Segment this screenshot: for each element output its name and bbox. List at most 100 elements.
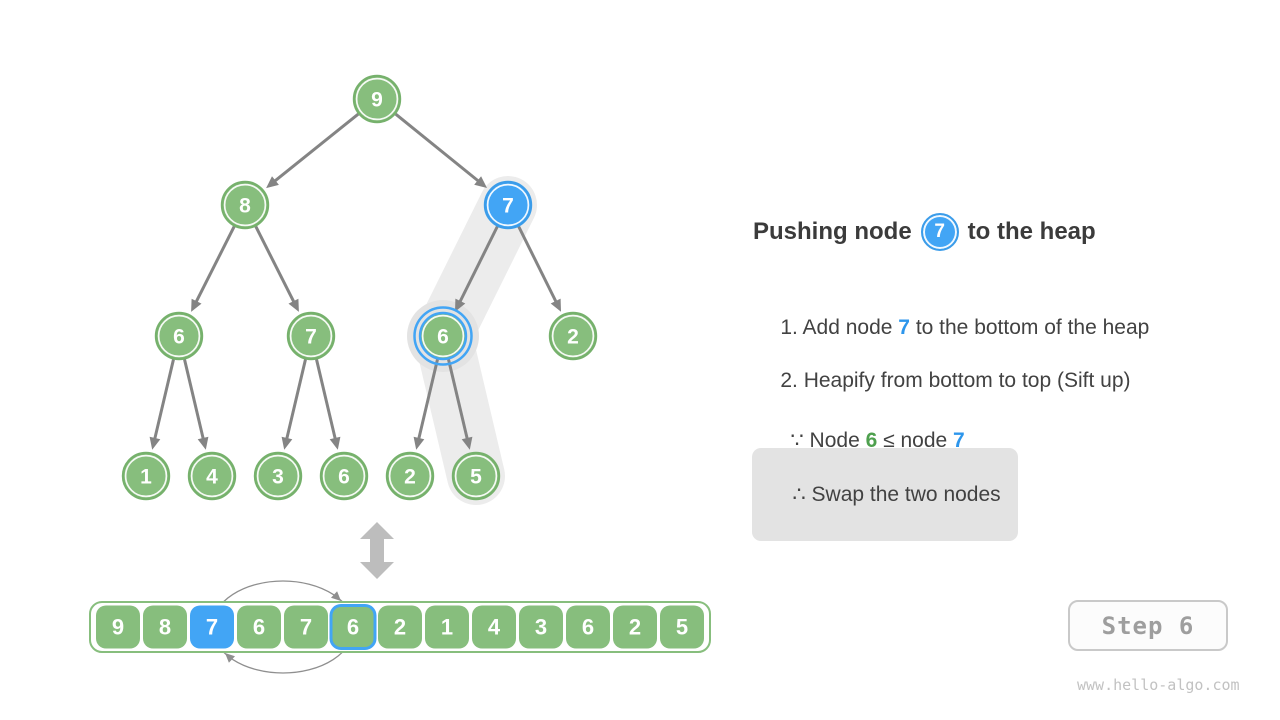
array-cell-value: 6 [582, 615, 594, 640]
node-inner-ring [190, 454, 234, 498]
tree-node-6: 6 [154, 311, 204, 361]
array-cell-value: 5 [676, 615, 688, 640]
arrowhead [474, 176, 487, 188]
array-cell-value: 1 [441, 615, 453, 640]
tree-edge [416, 359, 439, 442]
tree-node-2: 2 [385, 451, 435, 501]
tree-edge [152, 359, 175, 442]
node-value: 6 [173, 326, 185, 349]
because-node-7: 7 [953, 429, 965, 452]
array-cell-value: 9 [112, 615, 124, 640]
array-cell-value: 8 [159, 615, 171, 640]
panel-title: Pushing node 7 to the heap [753, 213, 1096, 251]
node-inner-ring [486, 183, 530, 227]
tree-edges [149, 112, 561, 450]
arrowhead [149, 436, 161, 450]
node-value: 8 [239, 195, 251, 218]
tree-node-2: 2 [548, 311, 598, 361]
tree-edge [457, 225, 499, 305]
arrowhead [461, 436, 473, 450]
node-value: 6 [338, 466, 350, 489]
tree-edge [315, 359, 338, 442]
step1-text-end: to the bottom of the heap [909, 316, 1150, 339]
array-cell-3 [237, 605, 281, 649]
double-arrow-icon [360, 522, 394, 579]
node-inner-ring [421, 314, 465, 358]
node-inner-ring [551, 314, 595, 358]
arrowhead [413, 436, 425, 450]
tree-edge [272, 112, 360, 184]
step1-text: 1. Add node [780, 316, 899, 339]
array-cell-value: 2 [629, 615, 641, 640]
node-value: 7 [305, 326, 317, 349]
because-condition: ∵ Node 6 ≤ node 7 [767, 404, 965, 477]
tree-edge [254, 225, 297, 305]
tree-edge [183, 359, 206, 442]
array-cell-value: 7 [300, 615, 312, 640]
arrowhead [197, 436, 209, 450]
arrowhead [266, 176, 279, 189]
instruction-step-1: 1. Add node 7 to the bottom of the heap [757, 292, 1149, 364]
arrowhead [455, 298, 466, 312]
array-cell-4 [284, 605, 328, 649]
array-cell-value: 6 [347, 615, 359, 640]
tree-node-4: 4 [187, 451, 237, 501]
array-cell-10 [566, 605, 610, 649]
tree-node-6: 6 [413, 306, 473, 366]
array-cell-12 [660, 605, 704, 649]
array-cell-value: 4 [488, 615, 501, 640]
array-cell-9 [519, 605, 563, 649]
array-cell-value: 2 [394, 615, 406, 640]
arrowhead [281, 436, 293, 450]
tree-node-6: 6 [319, 451, 369, 501]
pushed-node-badge-value: 7 [934, 221, 945, 242]
pushed-node-badge: 7 [920, 213, 959, 251]
node-inner-ring [157, 314, 201, 358]
array-cell-value: 3 [535, 615, 547, 640]
step1-node-value: 7 [898, 316, 910, 339]
array-cell-5 [329, 604, 377, 650]
tree-edge [193, 225, 236, 305]
node-value: 4 [206, 466, 218, 489]
array-cell-value: 6 [253, 615, 265, 640]
tree-edge [284, 359, 307, 442]
array-cell-8 [472, 605, 516, 649]
node-inner-ring [322, 454, 366, 498]
tree-node-5: 5 [451, 451, 501, 501]
arrowhead [550, 298, 561, 312]
node-inner-ring [388, 454, 432, 498]
panel-title-post: to the heap [967, 218, 1096, 245]
node-value: 3 [272, 466, 284, 489]
node-inner-ring [256, 454, 300, 498]
node-value: 1 [140, 466, 152, 489]
arrowhead [331, 591, 341, 601]
because-node-6: 6 [865, 429, 878, 452]
node-value: 9 [371, 89, 383, 112]
tree-edge [517, 225, 559, 305]
tree-node-7: 7 [483, 180, 533, 230]
node-value: 2 [404, 466, 416, 489]
array-cell-6 [378, 605, 422, 649]
node-inner-ring [124, 454, 168, 498]
array-cell-7 [425, 605, 469, 649]
because-operator: ≤ node [877, 429, 954, 452]
website-watermark: www.hello-algo.com [1077, 676, 1240, 694]
node-value: 7 [502, 195, 514, 218]
step-counter-badge: Step 6 [1068, 600, 1228, 651]
node-value: 2 [567, 326, 579, 349]
node-inner-ring [355, 77, 399, 121]
arrowhead [288, 298, 299, 312]
website-url-text: www.hello-algo.com [1077, 676, 1240, 694]
node-inner-ring [289, 314, 333, 358]
panel-title-pre: Pushing node [753, 218, 912, 245]
therefore-action-box: ∴ Swap the two nodes [752, 448, 1018, 541]
tree-edge [447, 359, 470, 442]
instruction-step-2: 2. Heapify from bottom to top (Sift up) [757, 345, 1131, 417]
node-inner-ring [454, 454, 498, 498]
arrowhead [329, 436, 341, 450]
tree-array-equivalence-arrow [360, 522, 394, 579]
tree-node-1: 1 [121, 451, 171, 501]
step2-text: 2. Heapify from bottom to top (Sift up) [780, 369, 1131, 392]
